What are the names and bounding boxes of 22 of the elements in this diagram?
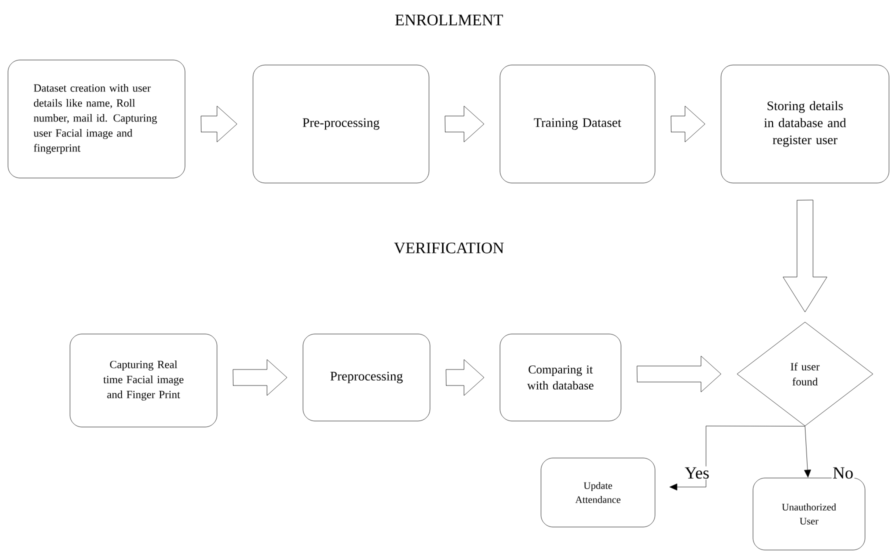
- process-box: Storing details in database and register user: [720, 64, 890, 184]
- edge-label: No: [833, 467, 853, 479]
- block-arrow: [446, 359, 484, 396]
- arrow: [670, 426, 806, 490]
- arrow: [804, 426, 811, 478]
- block-arrow: [232, 359, 288, 396]
- block-arrow: [782, 200, 828, 312]
- heading: VERIFICATION: [394, 242, 504, 254]
- process-box: Pre-processing: [252, 64, 430, 184]
- process-box: Capturing Real time Facial image and Finger Print: [70, 334, 218, 428]
- block-arrow: [444, 106, 484, 142]
- block-arrow: [636, 356, 722, 392]
- process-box: Update Attendance: [540, 458, 656, 528]
- process-box: Comparing it with database: [500, 334, 622, 422]
- block-arrow: [670, 106, 706, 142]
- process-box: Unauthorized User: [752, 478, 866, 550]
- process-box: Preprocessing: [302, 334, 430, 422]
- edge-label: Yes: [684, 467, 709, 479]
- block-arrow: [200, 106, 238, 142]
- process-box: Training Dataset: [500, 64, 656, 184]
- process-box: Dataset creation with user details like name, Roll number, mail id. Capturing user Facial image and fingerprint: [8, 60, 186, 178]
- heading: ENROLLMENT: [395, 14, 503, 26]
